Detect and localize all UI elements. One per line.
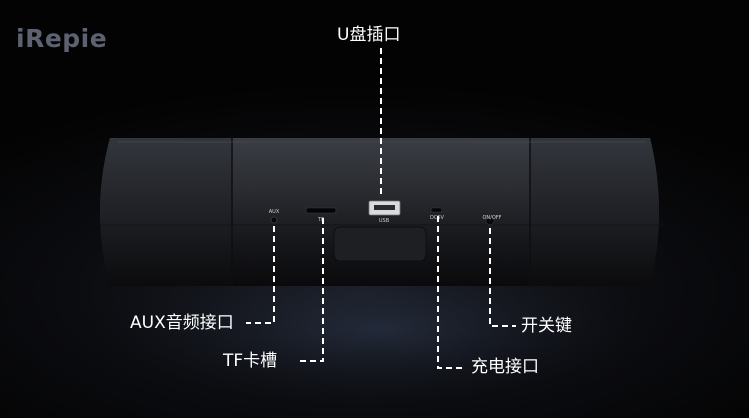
tf-leader (296, 218, 324, 362)
leader-lines (246, 48, 516, 369)
aux-jack (270, 216, 278, 224)
usb-port-inner (374, 205, 395, 210)
aux-leader (246, 226, 275, 324)
power-button (485, 216, 495, 226)
charge-callout: 充电接口 (471, 357, 539, 377)
aux-callout: AUX音频接口 (130, 313, 234, 333)
usb-callout: U盘插口 (337, 25, 401, 45)
tf-callout: TF卡槽 (223, 351, 278, 371)
power-leader (489, 228, 516, 327)
aux-port-label: AUX (269, 209, 280, 215)
charge-leader (437, 216, 466, 369)
power-port-label: ON/OFF (482, 215, 501, 221)
usb-port-label: USB (379, 218, 390, 224)
brand-logo: iRepie (16, 24, 108, 53)
tf-slot (305, 207, 337, 214)
power-callout: 开关键 (521, 316, 572, 336)
left-end-cap (100, 138, 232, 286)
port-cover (333, 226, 427, 262)
dc-port (430, 207, 443, 213)
tf-port-label: TF (317, 217, 324, 223)
right-end-cap (530, 138, 659, 286)
